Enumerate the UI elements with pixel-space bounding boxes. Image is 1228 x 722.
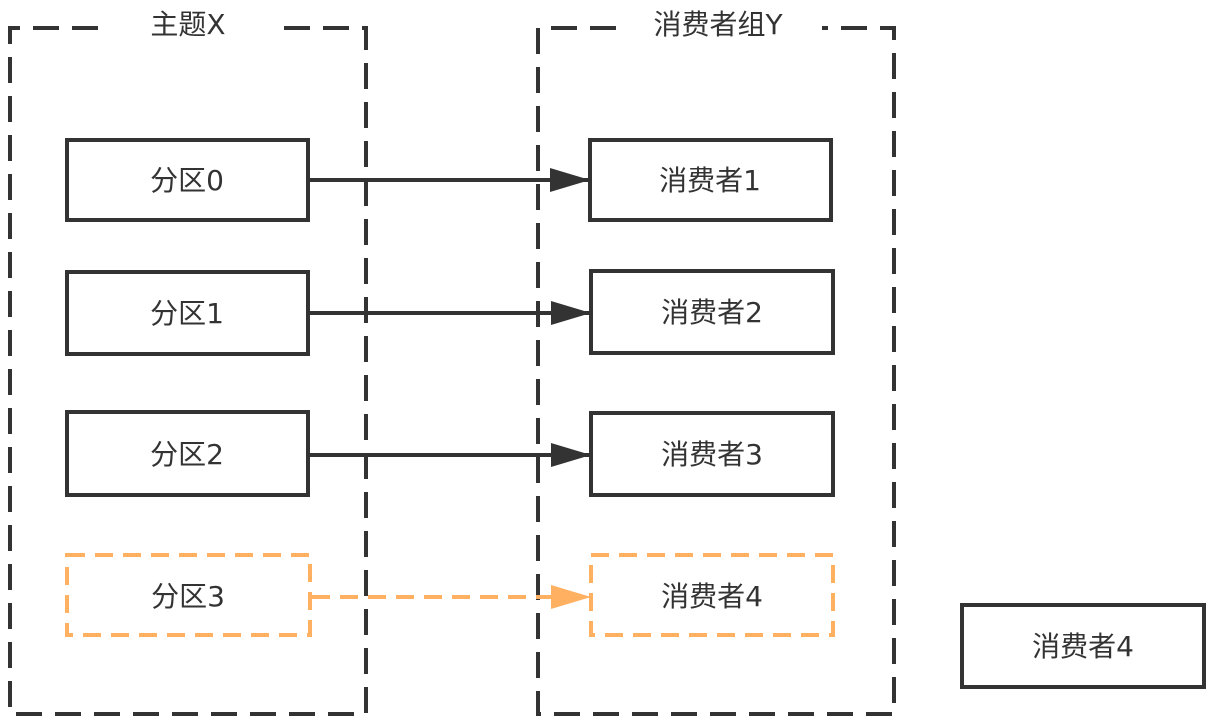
partition-label: 分区1 xyxy=(150,297,224,330)
external-consumer-box xyxy=(960,603,1206,689)
consumer-box xyxy=(588,138,833,222)
consumer-group-title: 消费者组Y xyxy=(653,8,783,41)
consumer-group-border xyxy=(536,26,896,716)
consumer-node-new: 消费者4 xyxy=(589,553,835,637)
consumer-label: 消费者2 xyxy=(661,296,763,329)
partition-box xyxy=(65,138,310,222)
topic-group-title: 主题X xyxy=(150,8,225,41)
consumer-box xyxy=(589,269,835,355)
consumer-node: 消费者2 xyxy=(589,269,835,355)
partition-node-new: 分区3 xyxy=(65,553,312,637)
external-consumer-label: 消费者4 xyxy=(1032,630,1134,663)
external-consumer-node: 消费者4 xyxy=(960,603,1206,689)
consumer-label: 消费者4 xyxy=(661,580,763,613)
partition-box xyxy=(65,270,310,356)
consumer-group: 消费者组Y xyxy=(536,8,896,716)
consumer-node: 消费者3 xyxy=(589,411,835,497)
partition-node: 分区0 xyxy=(65,138,310,222)
consumer-node: 消费者1 xyxy=(588,138,833,222)
consumer-box xyxy=(589,411,835,497)
topic-group-border xyxy=(8,26,368,716)
partition-node: 分区1 xyxy=(65,270,310,356)
partition-label: 分区0 xyxy=(150,164,224,197)
consumer-label: 消费者1 xyxy=(659,164,761,197)
partition-node: 分区2 xyxy=(65,410,310,497)
partition-box xyxy=(65,410,310,497)
topic-group: 主题X xyxy=(8,8,368,716)
partition-box-dashed xyxy=(65,553,312,637)
partition-label: 分区3 xyxy=(151,580,225,613)
consumer-label: 消费者3 xyxy=(661,438,763,471)
consumer-box-dashed xyxy=(589,553,835,637)
partition-label: 分区2 xyxy=(150,438,224,471)
